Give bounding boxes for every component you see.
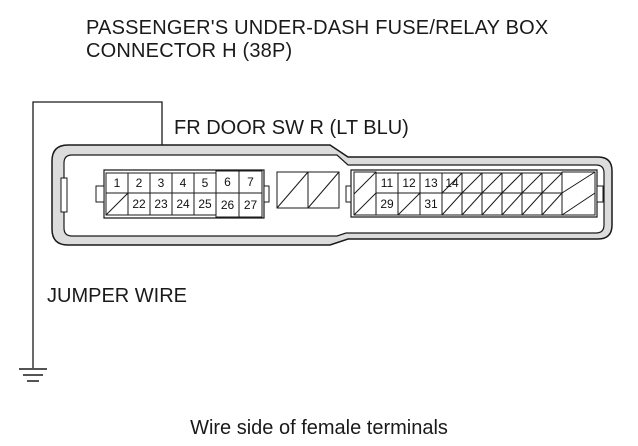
left-latch bbox=[60, 177, 68, 213]
title-line-1: PASSENGER'S UNDER-DASH FUSE/RELAY BOX bbox=[86, 17, 549, 39]
pin-3: 3 bbox=[158, 176, 165, 190]
pin-26: 26 bbox=[221, 198, 235, 212]
ground-icon bbox=[19, 368, 47, 382]
pin-1: 1 bbox=[114, 176, 121, 190]
jumper-wire bbox=[32, 101, 163, 368]
pin-5: 5 bbox=[202, 176, 209, 190]
pin-7: 7 bbox=[247, 175, 254, 189]
pin-6: 6 bbox=[224, 175, 231, 189]
pin-23: 23 bbox=[154, 197, 168, 211]
unused-cells-slashes bbox=[353, 171, 596, 216]
right-block-key-right bbox=[596, 185, 604, 203]
pin-2: 2 bbox=[136, 176, 143, 190]
unused-cell-slash bbox=[105, 192, 129, 216]
pin-24: 24 bbox=[176, 197, 190, 211]
pin-25: 25 bbox=[198, 197, 212, 211]
left-block-key bbox=[95, 185, 105, 203]
jumper-wire-label: JUMPER WIRE bbox=[47, 285, 187, 307]
pin-12: 12 bbox=[402, 176, 416, 190]
pin-22: 22 bbox=[132, 197, 146, 211]
pin-31: 31 bbox=[424, 197, 438, 211]
pin-14: 14 bbox=[445, 176, 459, 190]
wire-label: FR DOOR SW R (LT BLU) bbox=[174, 117, 409, 139]
title-line-2: CONNECTOR H (38P) bbox=[86, 40, 293, 62]
pin-27: 27 bbox=[244, 198, 258, 212]
pin-13: 13 bbox=[424, 176, 438, 190]
right-block-key-left bbox=[345, 185, 352, 203]
caption: Wire side of female terminals bbox=[190, 417, 448, 439]
left-block-key-right bbox=[263, 185, 270, 203]
pin-4: 4 bbox=[180, 176, 187, 190]
middle-blank-block bbox=[276, 171, 340, 209]
pin-11: 11 bbox=[381, 176, 394, 190]
pin-29: 29 bbox=[380, 197, 394, 211]
